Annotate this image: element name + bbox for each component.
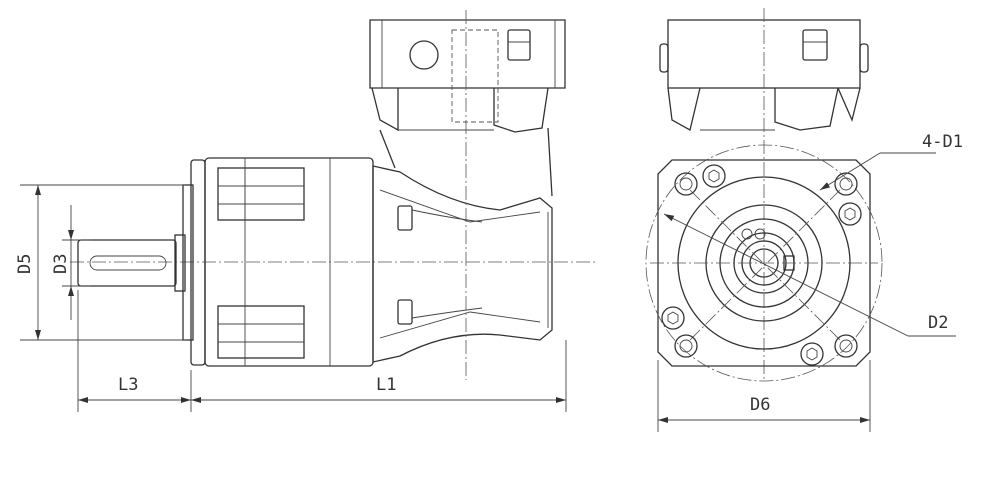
motor-adapter-front	[659, 8, 869, 380]
angle-housing	[372, 165, 553, 363]
d2-label: D2	[928, 313, 948, 333]
l1-label: L1	[376, 375, 396, 395]
d1-label: 4-D1	[922, 132, 963, 152]
flange	[182, 159, 206, 366]
d5-label: D5	[15, 254, 35, 274]
front-view: 4-D1 D2 D6	[645, 8, 963, 432]
d1-leader: 4-D1	[819, 132, 963, 191]
bolt-holes	[661, 164, 862, 366]
d6-label: D6	[750, 395, 770, 415]
d3-dimension: D3	[51, 205, 90, 320]
side-view: D5 D3 L3 L1	[15, 10, 598, 412]
length-dimensions: L3 L1	[77, 290, 567, 412]
d3-label: D3	[51, 254, 71, 274]
d2-leader: D2	[663, 213, 956, 337]
output-shaft	[77, 234, 186, 292]
d6-dimension: D6	[657, 360, 871, 432]
d5-dimension: D5	[15, 184, 185, 341]
l3-label: L3	[118, 375, 138, 395]
motor-adapter-side	[369, 10, 566, 380]
